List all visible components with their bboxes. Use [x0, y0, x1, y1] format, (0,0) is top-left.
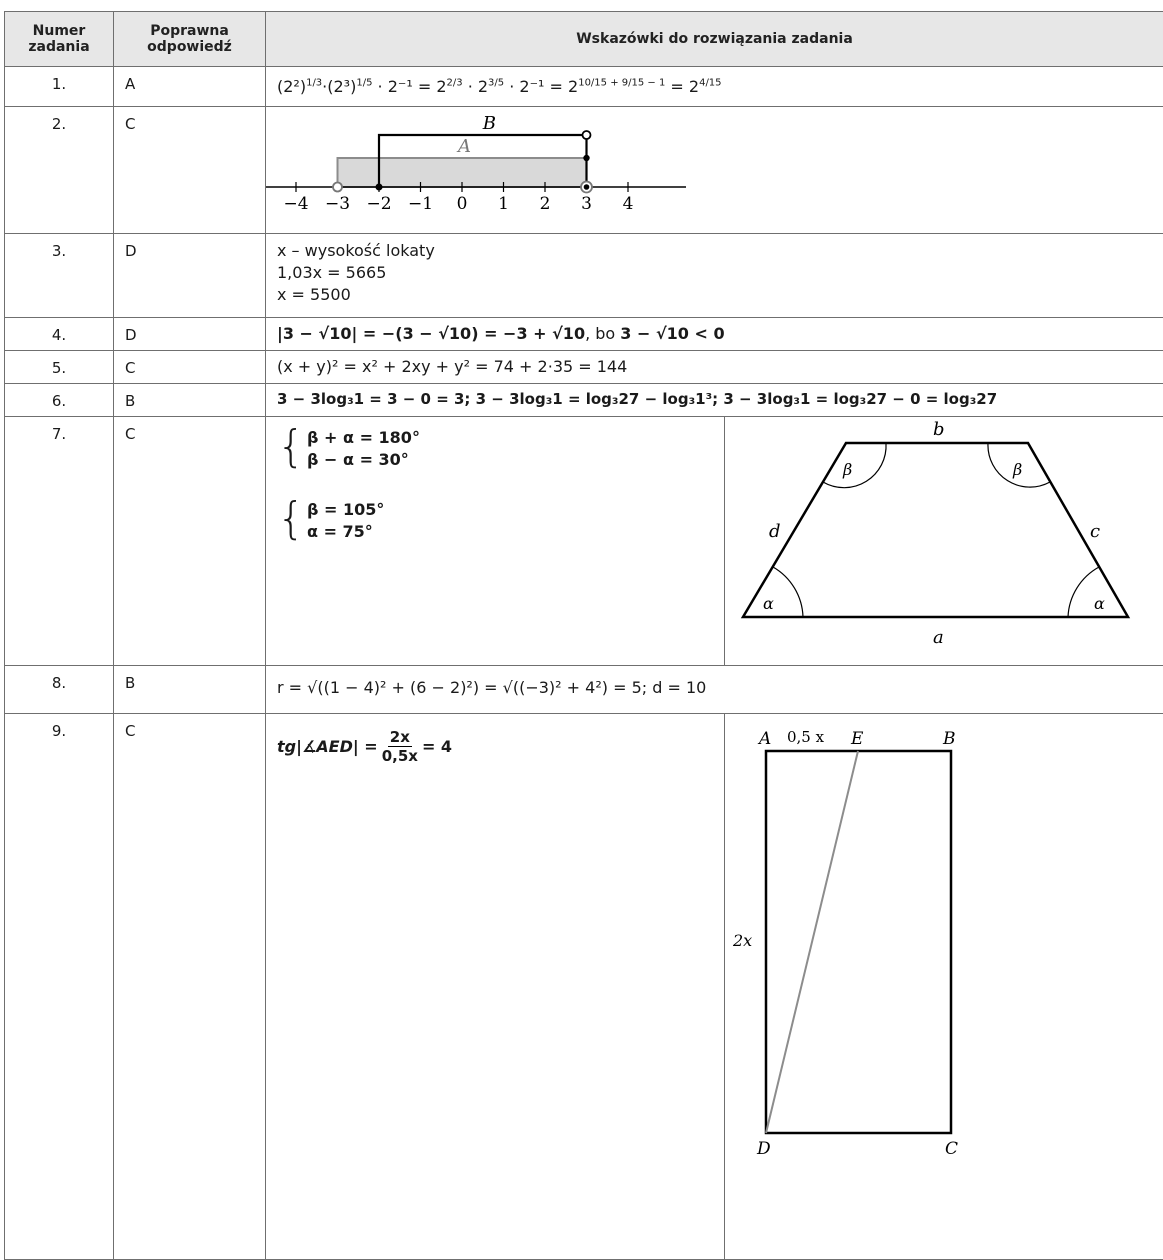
- task-9-hint: tg|∡AED| = 2x 0,5x = 4: [266, 714, 725, 1260]
- label-E: E: [850, 729, 864, 749]
- hint-line: x = 5500: [277, 284, 1163, 306]
- table-row: 4. D |3 − √10| = −(3 − √10) = −3 + √10, …: [5, 318, 1163, 351]
- segment-ED: [766, 751, 858, 1133]
- hint-line: x – wysokość lokaty: [277, 240, 1163, 262]
- set-b-label: B: [482, 113, 496, 134]
- tick-label: −2: [366, 194, 391, 214]
- task-1-hint: (2²)1/3·(2³)1/5 · 2⁻¹ = 22/3 · 23/5 · 2⁻…: [266, 67, 1163, 107]
- label-alpha-left: α: [763, 594, 774, 613]
- task-8-hint: r = √((1 − 4)² + (6 − 2)²) = √((−3)² + 4…: [266, 666, 1163, 714]
- set-b-top-open-point: [583, 131, 591, 139]
- table-row: 3. D x – wysokość lokaty 1,03x = 5665 x …: [5, 234, 1163, 318]
- table-row: 1. A (2²)1/3·(2³)1/5 · 2⁻¹ = 22/3 · 23/5…: [5, 67, 1163, 107]
- task-5-hint: (x + y)² = x² + 2xy + y² = 74 + 2·35 = 1…: [266, 351, 1163, 384]
- label-B: B: [942, 729, 956, 749]
- task-number: 7.: [5, 417, 114, 666]
- task-number: 3.: [5, 234, 114, 318]
- set-a-label: A: [456, 136, 471, 157]
- tick-label: 2: [540, 194, 551, 214]
- task-number: 5.: [5, 351, 114, 384]
- task-4-hint: |3 − √10| = −(3 − √10) = −3 + √10, bo 3 …: [266, 318, 1163, 351]
- set-b-start-closed-point: [376, 184, 383, 191]
- set-a-start-open-point: [333, 183, 342, 192]
- task-number: 6.: [5, 384, 114, 417]
- trapezoid-diagram: b a d c β β α α: [725, 417, 1162, 661]
- label-alpha-right: α: [1094, 594, 1105, 613]
- table-row: 2. C −4−3−2−101234xAB: [5, 107, 1163, 234]
- trapezoid-diagram-cell: b a d c β β α α: [725, 417, 1163, 666]
- task-7-hint: { β + α = 180° β − α = 30° { β = 105° α …: [266, 417, 725, 666]
- label-d: d: [769, 521, 781, 542]
- header-solution-hints: Wskazówki do rozwiązania zadania: [266, 12, 1163, 67]
- tick-label: 3: [581, 194, 592, 214]
- task-answer: B: [114, 666, 266, 714]
- rectangle-diagram: A 0,5 x E B 2x D C: [725, 714, 1162, 1154]
- table-row: 5. C (x + y)² = x² + 2xy + y² = 74 + 2·3…: [5, 351, 1163, 384]
- label-A: A: [757, 729, 771, 749]
- task-6-hint: 3 − 3log₃1 = 3 − 0 = 3; 3 − 3log₃1 = log…: [266, 384, 1163, 417]
- tick-label: −3: [325, 194, 350, 214]
- table-row: 9. C tg|∡AED| = 2x 0,5x = 4 A 0,5 x E B …: [5, 714, 1163, 1260]
- task-answer: D: [114, 318, 266, 351]
- set-a-top-closed-point: [583, 155, 589, 161]
- label-AD: 2x: [732, 931, 752, 950]
- task-2-hint: −4−3−2−101234xAB: [266, 107, 1163, 234]
- label-C: C: [945, 1139, 958, 1154]
- task-number: 1.: [5, 67, 114, 107]
- task-3-hint: x – wysokość lokaty 1,03x = 5665 x = 550…: [266, 234, 1163, 318]
- label-b: b: [933, 419, 945, 440]
- task-answer: C: [114, 351, 266, 384]
- label-D: D: [756, 1139, 771, 1154]
- task-number: 4.: [5, 318, 114, 351]
- tick-label: −1: [408, 194, 433, 214]
- task-number: 2.: [5, 107, 114, 234]
- label-c: c: [1090, 521, 1100, 542]
- label-beta-right: β: [1012, 460, 1022, 479]
- task-number: 9.: [5, 714, 114, 1260]
- label-AE: 0,5 x: [787, 728, 825, 746]
- task-answer: C: [114, 417, 266, 666]
- tick-label: 0: [457, 194, 468, 214]
- rectangle-diagram-cell: A 0,5 x E B 2x D C: [725, 714, 1163, 1260]
- task-answer: C: [114, 714, 266, 1260]
- hint-line: 1,03x = 5665: [277, 262, 1163, 284]
- set-a-end-closed-point: [584, 184, 590, 190]
- number-line-diagram: −4−3−2−101234xAB: [266, 107, 686, 229]
- table-row: 6. B 3 − 3log₃1 = 3 − 0 = 3; 3 − 3log₃1 …: [5, 384, 1163, 417]
- task-answer: A: [114, 67, 266, 107]
- table-row: 8. B r = √((1 − 4)² + (6 − 2)²) = √((−3)…: [5, 666, 1163, 714]
- task-answer: B: [114, 384, 266, 417]
- task-answer: C: [114, 107, 266, 234]
- label-a: a: [933, 627, 944, 648]
- tick-label: −4: [283, 194, 308, 214]
- label-beta-left: β: [842, 460, 852, 479]
- table-row: 7. C { β + α = 180° β − α = 30° { β = 10…: [5, 417, 1163, 666]
- task-number: 8.: [5, 666, 114, 714]
- tick-label: 4: [623, 194, 634, 214]
- task-answer: D: [114, 234, 266, 318]
- tick-label: 1: [498, 194, 509, 214]
